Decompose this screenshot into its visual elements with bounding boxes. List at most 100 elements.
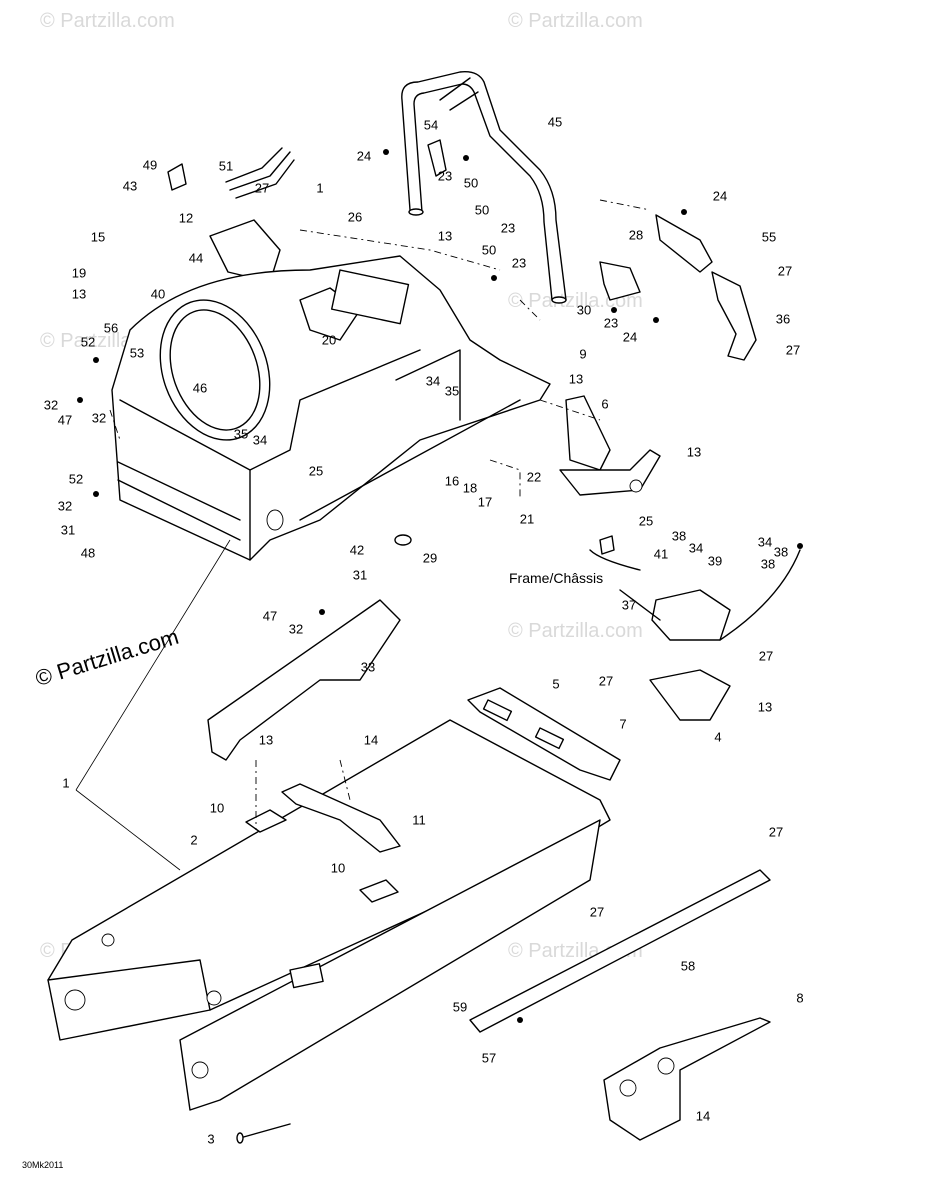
callout-number: 22 (526, 469, 542, 485)
callout-number: 57 (481, 1050, 497, 1066)
diagram-reference-code: 30Mk2011 (22, 1160, 64, 1170)
callout-number: 27 (598, 673, 614, 689)
callout-number: 32 (288, 621, 304, 637)
callout-number: 6 (601, 396, 609, 412)
callout-number: 32 (91, 410, 107, 426)
callout-number: 32 (43, 397, 59, 413)
callout-number: 23 (437, 168, 453, 184)
callout-number: 25 (638, 513, 654, 529)
callout-number: 35 (233, 426, 249, 442)
bracket-10 (359, 879, 399, 903)
spacer-25 (599, 535, 615, 555)
callout-number: 19 (71, 265, 87, 281)
bumper-plate-37 (651, 589, 731, 641)
callout-number: 2 (190, 832, 198, 848)
callout-number: 34 (688, 540, 704, 556)
callout-number: 59 (452, 999, 468, 1015)
callout-number: 50 (463, 175, 479, 191)
callout-number: 27 (768, 824, 784, 840)
callout-number: 50 (481, 242, 497, 258)
callout-number: 14 (363, 732, 379, 748)
callout-number: 38 (773, 544, 789, 560)
callout-number: 9 (579, 346, 587, 362)
callout-number: 47 (262, 608, 278, 624)
guard-33 (207, 599, 401, 761)
callout-number: 11 (412, 812, 426, 828)
frame-chassis-label: Frame/Châssis (509, 570, 604, 586)
callout-number: 52 (80, 334, 96, 350)
fasteners (77, 149, 803, 1023)
callout-number: 15 (90, 229, 106, 245)
callout-number: 27 (777, 263, 793, 279)
callout-number: 4 (714, 729, 722, 745)
callout-number: 36 (775, 311, 791, 327)
callout-number: 34 (757, 534, 773, 550)
callout-number: 28 (628, 227, 644, 243)
callout-number: 21 (519, 511, 535, 527)
callout-1-leader (75, 539, 231, 871)
callout-number: 39 (707, 553, 723, 569)
callout-number: 56 (103, 320, 119, 336)
callout-number: 33 (360, 659, 376, 675)
callout-number: 10 (330, 860, 346, 876)
callout-number: 42 (349, 542, 365, 558)
callout-number: 23 (500, 220, 516, 236)
callout-number: 44 (188, 250, 204, 266)
steering-support-bar (401, 71, 567, 304)
callout-number: 23 (603, 315, 619, 331)
callout-number: 12 (178, 210, 194, 226)
callout-number: 32 (57, 498, 73, 514)
harness-51 (225, 147, 295, 199)
plate-30 (599, 261, 641, 301)
bracket-11 (281, 783, 401, 853)
callout-number: 23 (511, 255, 527, 271)
watermark: © Partzilla.com (508, 620, 643, 642)
running-board-58 (469, 869, 771, 1033)
callout-number: 27 (758, 648, 774, 664)
callout-number: 27 (254, 180, 270, 196)
callout-number: 52 (68, 471, 84, 487)
callout-number: 13 (258, 732, 274, 748)
callout-number: 45 (547, 114, 563, 130)
callout-number: 24 (356, 148, 372, 164)
callout-number: 13 (757, 699, 773, 715)
callout-number: 10 (209, 800, 225, 816)
bumper-support-7 (649, 669, 731, 721)
callout-number: 31 (352, 567, 368, 583)
callout-number: 41 (653, 546, 669, 562)
callout-number: 13 (71, 286, 87, 302)
callout-number: 55 (761, 229, 777, 245)
bracket-36 (711, 271, 757, 361)
callout-number: 40 (150, 286, 166, 302)
callout-number: 1 (316, 180, 324, 196)
callout-number: 13 (568, 371, 584, 387)
callout-number: 8 (796, 990, 804, 1006)
callout-number: 51 (218, 158, 234, 174)
callout-number: 38 (760, 556, 776, 572)
rod-3 (239, 1123, 291, 1139)
callout-number: 30 (576, 302, 592, 318)
callout-number: 34 (425, 373, 441, 389)
bracket-12 (209, 219, 281, 283)
callout-number: 49 (142, 157, 158, 173)
callout-number: 34 (252, 432, 268, 448)
front-frame (111, 255, 551, 561)
callout-number: 13 (686, 444, 702, 460)
watermark: © Partzilla.com (508, 10, 643, 32)
callout-number: 24 (712, 188, 728, 204)
callout-number: 38 (671, 528, 687, 544)
callout-number: 58 (680, 958, 696, 974)
callout-number: 16 (444, 473, 460, 489)
callout-number: 1 (62, 775, 70, 791)
callout-number: 48 (80, 545, 96, 561)
callout-number: 7 (619, 716, 627, 732)
callout-number: 26 (347, 209, 363, 225)
callout-number: 27 (589, 904, 605, 920)
callout-number: 31 (60, 522, 76, 538)
callout-number: 17 (477, 494, 493, 510)
callout-number: 5 (552, 676, 560, 692)
callout-number: 14 (695, 1108, 711, 1124)
callout-number: 13 (437, 228, 453, 244)
